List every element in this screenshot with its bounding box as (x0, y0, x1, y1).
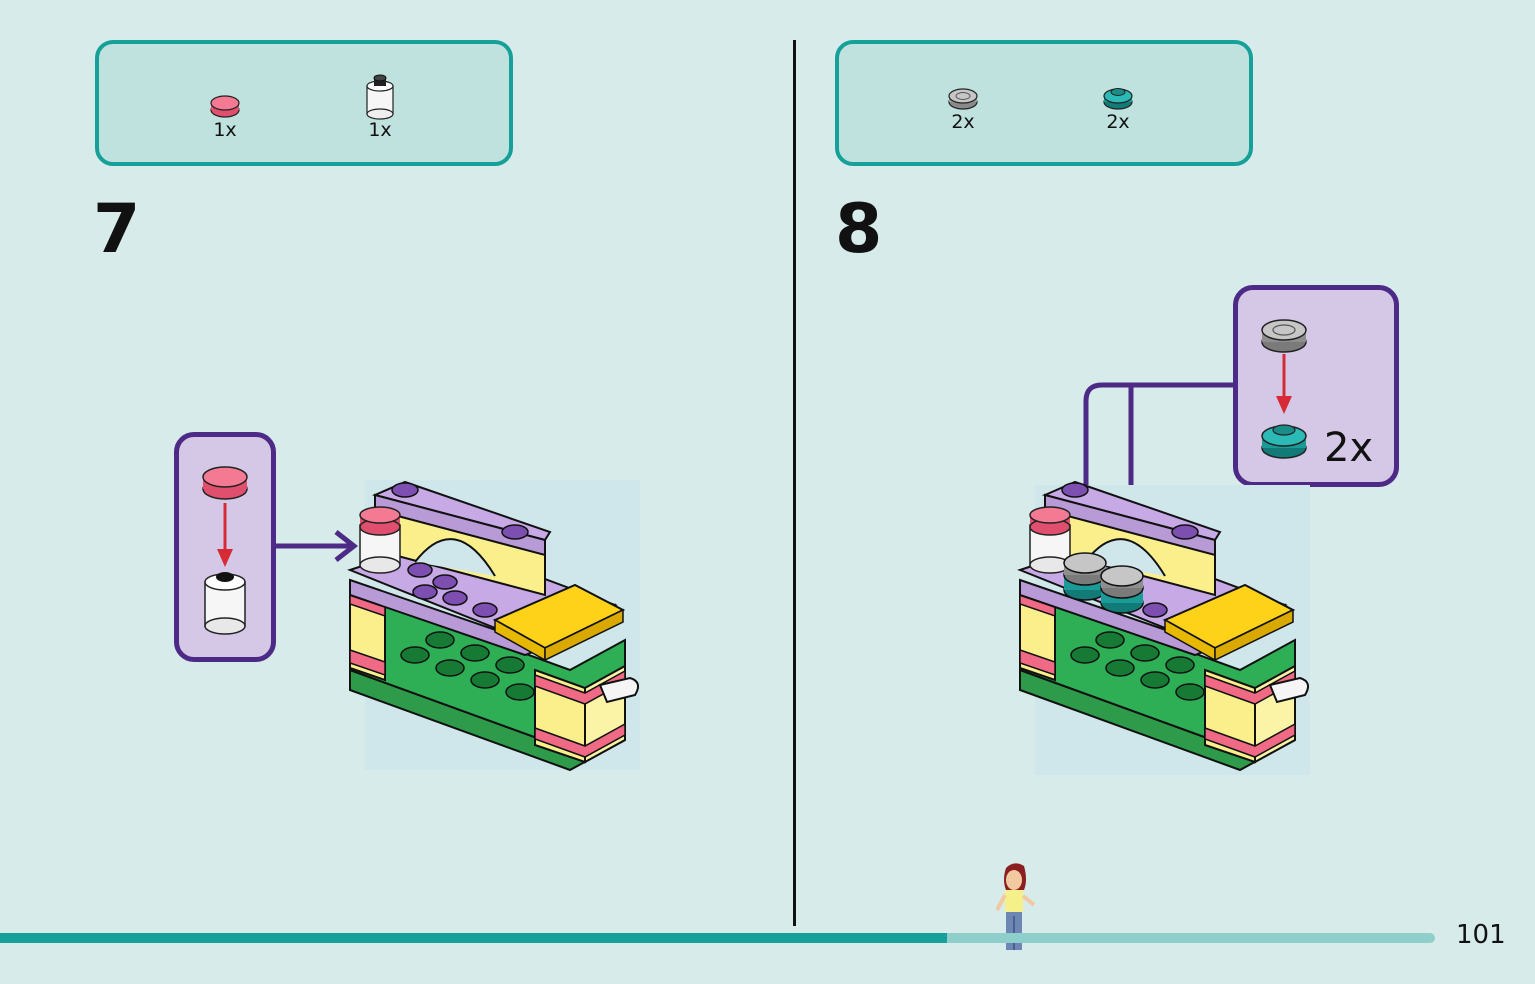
part-grey-printed-round-tile: 2x (933, 86, 993, 132)
teal-round-plate-icon (1103, 88, 1133, 110)
part-qty: 2x (1106, 111, 1130, 133)
callout-quantity: 2x (1324, 425, 1374, 471)
grey-printed-round-tile-icon (948, 88, 978, 110)
part-clear-round-brick: 1x (350, 74, 410, 140)
sub-assembly-callout-step-8: 2x (1233, 285, 1399, 487)
part-qty: 1x (213, 119, 237, 141)
parts-list-step-8: 2x 2x (835, 40, 1253, 166)
pink-round-tile-icon (210, 95, 240, 118)
clear-round-brick-icon (366, 74, 394, 120)
part-qty: 1x (368, 119, 392, 141)
step-number-8: 8 (835, 190, 883, 269)
progress-bar (0, 933, 1435, 943)
model-illustration-step-7 (347, 480, 640, 772)
step-number-7: 7 (93, 190, 141, 269)
page-number: 101 (1456, 920, 1506, 950)
placement-arrow (274, 530, 359, 562)
part-teal-round-plate: 2x (1088, 84, 1148, 132)
part-pink-round-tile: 1x (195, 92, 255, 140)
sub-assembly-illustration (1261, 319, 1307, 459)
sub-assembly-illustration (202, 466, 248, 635)
part-qty: 2x (951, 111, 975, 133)
parts-list-step-7: 1x 1x (95, 40, 513, 166)
model-illustration-step-8 (1017, 480, 1310, 775)
page-divider (793, 40, 796, 926)
progress-bar-fill (0, 933, 948, 943)
sub-assembly-callout-step-7 (174, 432, 276, 662)
